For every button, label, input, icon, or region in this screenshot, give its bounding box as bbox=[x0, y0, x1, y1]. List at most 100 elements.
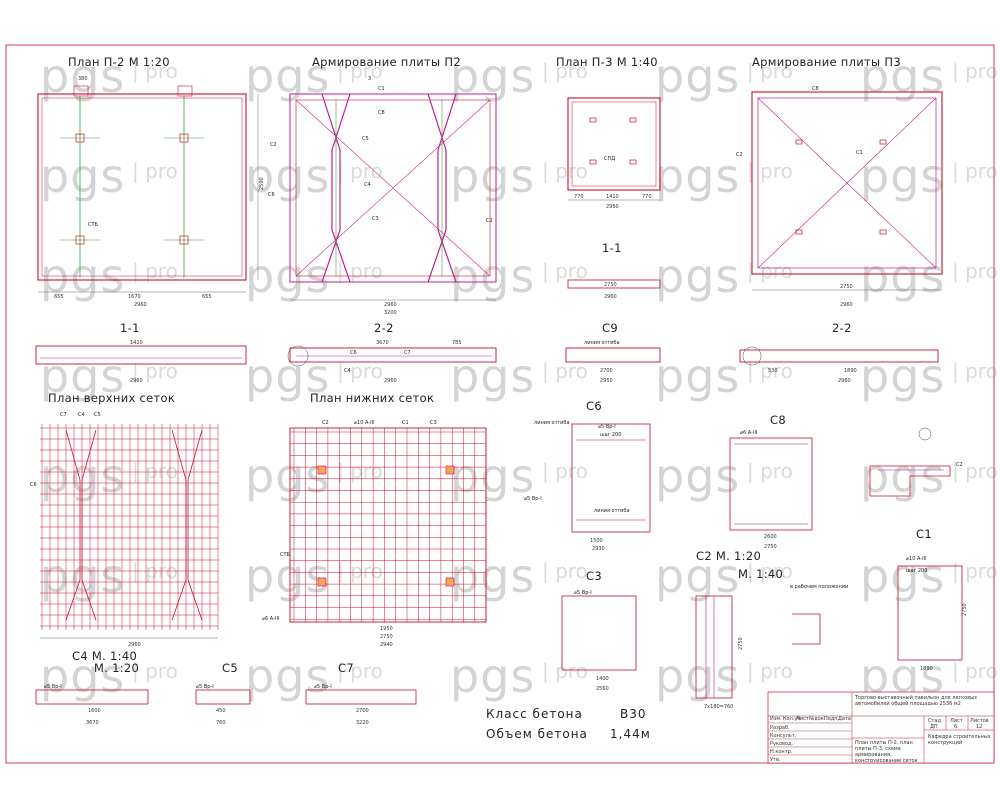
title-block-row-label: Н.контр. bbox=[770, 749, 793, 755]
watermark-brand: pgs bbox=[655, 149, 740, 203]
arm-p3-insert-2 bbox=[879, 139, 887, 145]
title-block-sheet-title-wrap: План плиты П-2, план плиты П-3, схема ар… bbox=[855, 740, 918, 762]
arm-p3-insert-1 bbox=[795, 139, 803, 145]
top-mesh-view: План верхних сеток С7 С4 С5 С6 2960 bbox=[30, 391, 219, 648]
sec-2-2-right-dim-total: 2960 bbox=[838, 378, 851, 384]
arm-p3-inner bbox=[757, 97, 937, 269]
watermark-brand: pgs bbox=[860, 549, 945, 603]
c4-scale-2: М. 1:20 bbox=[94, 661, 139, 675]
plan-p3-insert-3 bbox=[589, 159, 597, 165]
title-block-row-label: Консульт. bbox=[770, 733, 797, 739]
plan-p2-insert-1 bbox=[75, 133, 85, 143]
watermark-brand: pgs bbox=[450, 349, 535, 403]
sheet-frame bbox=[5, 44, 995, 764]
watermark-suffix: | pro bbox=[132, 359, 178, 383]
sec-2-2-right-slab bbox=[739, 349, 939, 363]
plan-p2-dim-b: 1670 bbox=[128, 294, 141, 300]
watermark-suffix: | pro bbox=[952, 259, 998, 283]
arm-p2-label-s2b: С2 bbox=[486, 218, 493, 224]
arm-p3-label-s8: С8 bbox=[812, 86, 819, 92]
c4-dim-a: 1600 bbox=[88, 708, 101, 714]
arm-p3-diag-2 bbox=[757, 97, 937, 269]
c6-dim-a: 1500 bbox=[590, 538, 603, 544]
c6-cut-line-2: линия отгиба bbox=[594, 508, 630, 514]
plan-p3-inner bbox=[571, 101, 657, 187]
watermark-brand: pgs bbox=[245, 349, 330, 403]
c7-label-bar: ⌀5 Вр-I bbox=[314, 684, 332, 690]
arm-p3-insert-4 bbox=[879, 229, 887, 235]
bottom-mesh-insert-4 bbox=[445, 577, 455, 587]
sec-2-2-dim-b: 785 bbox=[452, 340, 462, 346]
arm-p2-dim-total: 3200 bbox=[384, 310, 397, 316]
plan-p3-label-cpp: СПД bbox=[604, 156, 615, 162]
concrete-class-value: B30 bbox=[620, 707, 647, 721]
watermark-brand: pgs bbox=[450, 49, 535, 103]
c8-title: С8 bbox=[770, 413, 786, 427]
top-mesh-label-s5: С5 bbox=[94, 412, 101, 418]
c4-dim-b: 3670 bbox=[86, 720, 99, 726]
plan-p3-view: План П-3 М 1:40 СПД 770 1410 770 2960 1-… bbox=[556, 55, 661, 300]
c8-label-bar: ⌀6 А-III bbox=[740, 430, 757, 436]
c6-title: С6 bbox=[586, 399, 602, 413]
title-block-project-wrap: Торгово-выставочный павильон для легковы… bbox=[855, 695, 977, 707]
arm-p3-outline bbox=[751, 91, 943, 275]
title-block-header-cell: №док bbox=[809, 716, 824, 722]
sec-1-1-right-slab bbox=[567, 279, 661, 289]
top-mesh-label-s4: С4 bbox=[78, 412, 85, 418]
c3-dim-a: 1400 bbox=[596, 676, 609, 682]
c8-dim-b: 2750 bbox=[764, 544, 777, 550]
title-block-sheet-h: Лист bbox=[950, 718, 963, 724]
arm-p2-title: Армирование плиты П2 bbox=[312, 55, 461, 69]
title-block-header-cell: Изм. bbox=[770, 716, 782, 722]
sec-2-2-right-dim-a: 1890 bbox=[844, 368, 857, 374]
plan-p3-outline bbox=[567, 97, 661, 191]
node-detail-label-s2: С2 bbox=[956, 462, 963, 468]
watermark-brand: pgs bbox=[655, 49, 740, 103]
sec-2-2-label-s4: С4 bbox=[344, 368, 351, 374]
watermark-suffix: | pro bbox=[747, 359, 793, 383]
watermark-brand: pgs bbox=[655, 349, 740, 403]
title-block-header-cell: Дата bbox=[838, 716, 851, 722]
bottom-mesh-label-bar: ⌀10 А-III bbox=[354, 420, 375, 426]
concrete-volume-value: 1,44м bbox=[610, 727, 651, 741]
plan-p2-lug-left bbox=[73, 85, 89, 97]
c7-title: С7 bbox=[338, 661, 354, 675]
watermark-suffix: | pro bbox=[542, 559, 588, 583]
arm-p2-label-s4: С4 bbox=[364, 182, 371, 188]
c2-bent-detail bbox=[792, 613, 821, 645]
top-mesh-title: План верхних сеток bbox=[48, 391, 175, 405]
bottom-mesh-dim-c: 2940 bbox=[380, 642, 393, 648]
sec-p3-dim: 2750 bbox=[604, 282, 617, 288]
watermark-brand: pgs bbox=[655, 249, 740, 303]
watermark-suffix: | pro bbox=[952, 159, 998, 183]
plan-p3-dim-a: 770 bbox=[574, 194, 584, 200]
watermark-suffix: | pro bbox=[132, 659, 178, 683]
arm-p2-dim-w: 2960 bbox=[384, 302, 397, 308]
watermark-suffix: | pro bbox=[952, 359, 998, 383]
watermark-suffix: | pro bbox=[337, 159, 383, 183]
plan-p3-dim-b: 1410 bbox=[606, 194, 619, 200]
watermark-suffix: | pro bbox=[542, 59, 588, 83]
sec-2-2-label-s7: С7 bbox=[404, 350, 411, 356]
top-mesh-bent-3 bbox=[171, 429, 187, 621]
sec-2-2-label-s6: С6 bbox=[350, 350, 357, 356]
watermark-suffix: | pro bbox=[132, 159, 178, 183]
watermark-brand: pgs bbox=[245, 549, 330, 603]
arm-p3-dim-total: 2960 bbox=[840, 302, 853, 308]
plan-p2-dim-top: 380 bbox=[78, 76, 88, 82]
watermark-suffix: | pro bbox=[132, 59, 178, 83]
arm-p2-label-s1: С1 bbox=[378, 86, 385, 92]
c6-label-bar2: ⌀5 Вр-I bbox=[524, 496, 542, 502]
watermark-brand: pgs bbox=[655, 449, 740, 503]
bottom-mesh-label-s3: С3 bbox=[430, 420, 437, 426]
watermark-suffix: | pro bbox=[337, 59, 383, 83]
sec-1-1-dim-total: 2960 bbox=[130, 378, 143, 384]
c7-outline bbox=[305, 689, 417, 705]
c2-scale-2: М. 1:40 bbox=[738, 567, 783, 581]
title-block-dept-wrap: Кафедра строительных конструкций bbox=[928, 734, 991, 746]
c6-outline bbox=[571, 423, 651, 533]
watermark-brand: pgs bbox=[450, 549, 535, 603]
watermark-brand: pgs bbox=[655, 649, 740, 703]
plan-p2-view: План П-2 М 1:20 СТБ 655 1670 655 2960 25… bbox=[37, 55, 265, 308]
concrete-volume-label: Объем бетона bbox=[486, 727, 588, 741]
